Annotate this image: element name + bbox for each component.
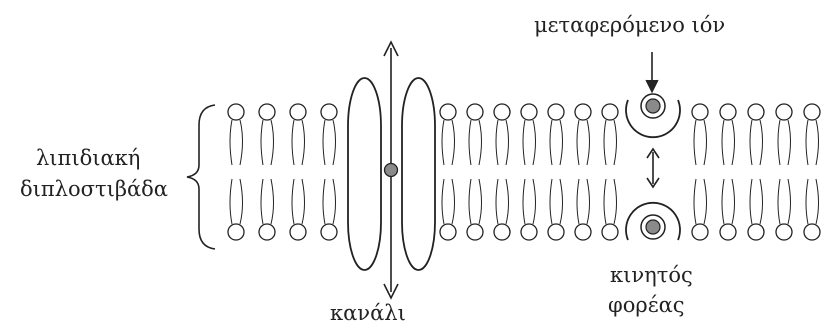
lipid-head-bottom bbox=[259, 224, 275, 240]
lipid-tails-top bbox=[604, 120, 617, 165]
lipid-tails-top bbox=[577, 120, 590, 165]
lipid-tails-bottom bbox=[469, 179, 482, 224]
lipid-tails-bottom bbox=[323, 179, 336, 224]
lipid-tails-bottom bbox=[806, 179, 819, 224]
lipid-head-top bbox=[548, 104, 564, 120]
lipid-head-bottom bbox=[494, 224, 510, 240]
lipid-tails-top bbox=[550, 120, 563, 165]
lipid-tails-bottom bbox=[694, 179, 707, 224]
lipid-head-bottom bbox=[602, 224, 618, 240]
lipid-tails-top bbox=[523, 120, 536, 165]
lipid-head-bottom bbox=[776, 224, 792, 240]
lipid-head-top bbox=[259, 104, 275, 120]
lipid-tails-bottom bbox=[778, 179, 791, 224]
lipid-head-bottom bbox=[692, 224, 708, 240]
lipid-bilayer-label-line2: διπλοστιβάδα bbox=[20, 176, 168, 202]
lipid-head-top bbox=[440, 104, 456, 120]
channel-left-subunit bbox=[348, 78, 381, 270]
lipid-tails-bottom bbox=[577, 179, 590, 224]
lipid-tails-top bbox=[442, 120, 455, 165]
lipid-tails-top bbox=[323, 120, 336, 165]
lipid-tails-bottom bbox=[750, 179, 763, 224]
lipid-head-top bbox=[290, 104, 306, 120]
lipid-tails-top bbox=[469, 120, 482, 165]
lipid-tails-bottom bbox=[550, 179, 563, 224]
lipid-tails-top bbox=[750, 120, 763, 165]
carrier-upper-ion bbox=[646, 99, 660, 113]
lipid-head-top bbox=[776, 104, 792, 120]
ion-pointer-arrowhead bbox=[646, 80, 658, 92]
lipid-tails-top bbox=[292, 120, 305, 165]
lipid-head-top bbox=[575, 104, 591, 120]
transported-ion-label: μεταφερόμενο ιόν bbox=[534, 12, 725, 38]
lipid-head-bottom bbox=[521, 224, 537, 240]
lipid-tails-bottom bbox=[722, 179, 735, 224]
lipid-bilayer-label-line1: λιπιδιακή bbox=[36, 145, 140, 171]
lipid-head-bottom bbox=[548, 224, 564, 240]
lipid-tails-bottom bbox=[442, 179, 455, 224]
channel-protein bbox=[348, 42, 435, 298]
lipid-head-bottom bbox=[720, 224, 736, 240]
lipid-head-top bbox=[720, 104, 736, 120]
lipid-head-bottom bbox=[804, 224, 820, 240]
lipid-head-top bbox=[804, 104, 820, 120]
lipid-head-bottom bbox=[321, 224, 337, 240]
channel-label: κανάλι bbox=[330, 300, 406, 326]
lipid-head-bottom bbox=[575, 224, 591, 240]
lipid-tails-bottom bbox=[292, 179, 305, 224]
lipid-head-bottom bbox=[467, 224, 483, 240]
mobile-carrier-label-line1: κινητός bbox=[610, 262, 693, 288]
lipid-molecules bbox=[228, 104, 820, 240]
lipid-tails-top bbox=[806, 120, 819, 165]
lipid-tails-bottom bbox=[496, 179, 509, 224]
lipid-tails-top bbox=[778, 120, 791, 165]
lipid-head-top bbox=[521, 104, 537, 120]
mobile-carrier-label-line2: φορέας bbox=[608, 292, 685, 318]
lipid-head-bottom bbox=[440, 224, 456, 240]
lipid-head-top bbox=[602, 104, 618, 120]
lipid-head-top bbox=[467, 104, 483, 120]
lipid-head-bottom bbox=[228, 224, 244, 240]
bilayer-brace bbox=[187, 105, 215, 249]
lipid-head-bottom bbox=[290, 224, 306, 240]
lipid-head-top bbox=[228, 104, 244, 120]
lipid-head-top bbox=[321, 104, 337, 120]
lipid-head-bottom bbox=[748, 224, 764, 240]
carrier-lower-ion bbox=[646, 220, 660, 234]
mobile-carrier bbox=[626, 52, 680, 240]
channel-ion bbox=[385, 164, 398, 177]
lipid-tails-bottom bbox=[523, 179, 536, 224]
lipid-head-top bbox=[692, 104, 708, 120]
lipid-tails-top bbox=[230, 120, 243, 165]
lipid-tails-top bbox=[496, 120, 509, 165]
lipid-head-top bbox=[494, 104, 510, 120]
lipid-tails-bottom bbox=[604, 179, 617, 224]
lipid-tails-top bbox=[261, 120, 274, 165]
lipid-head-top bbox=[748, 104, 764, 120]
lipid-tails-bottom bbox=[230, 179, 243, 224]
channel-right-subunit bbox=[402, 78, 435, 270]
lipid-tails-top bbox=[722, 120, 735, 165]
lipid-tails-bottom bbox=[261, 179, 274, 224]
lipid-tails-top bbox=[694, 120, 707, 165]
